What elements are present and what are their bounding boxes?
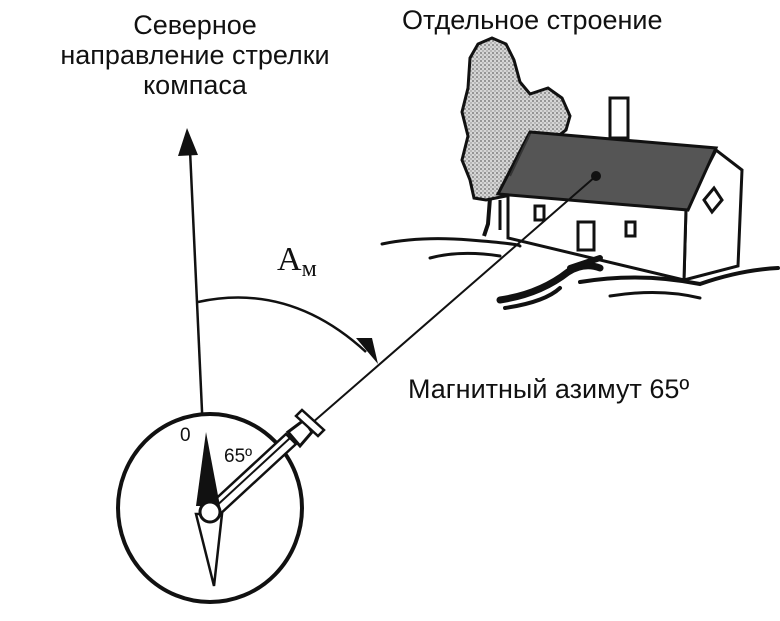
north-arrowhead bbox=[178, 128, 198, 156]
compass-pivot bbox=[198, 500, 222, 524]
ground-strokes bbox=[380, 237, 780, 310]
gable-window bbox=[702, 185, 724, 215]
house-window-left bbox=[533, 204, 546, 222]
dial-angle-label: 65º bbox=[224, 446, 253, 467]
compass-sight-arm bbox=[206, 408, 326, 518]
dial-zero-label: 0 bbox=[180, 425, 191, 446]
north-direction-label: Северное направление стрелки компаса bbox=[0, 10, 390, 100]
compass-needle-north bbox=[196, 432, 220, 506]
azimuth-symbol: А bbox=[277, 241, 302, 278]
azimuth-symbol-label: Ам bbox=[277, 241, 317, 288]
azimuth-subscript: м bbox=[301, 256, 317, 282]
north-direction-line-2: направление стрелки bbox=[60, 40, 330, 70]
house-door bbox=[576, 220, 596, 252]
building-label: Отдельное строение bbox=[402, 5, 663, 35]
house-window-right bbox=[624, 220, 637, 238]
north-direction-line-1: Северное bbox=[133, 10, 257, 40]
compass bbox=[116, 408, 326, 604]
chimney bbox=[608, 96, 630, 140]
house-roof bbox=[495, 130, 719, 212]
magnetic-azimuth-label: Магнитный азимут 65º bbox=[408, 374, 690, 404]
azimuth-arc-arrowhead bbox=[356, 338, 378, 364]
north-direction-line-3: компаса bbox=[143, 70, 247, 100]
azimuth-arc bbox=[197, 296, 378, 364]
